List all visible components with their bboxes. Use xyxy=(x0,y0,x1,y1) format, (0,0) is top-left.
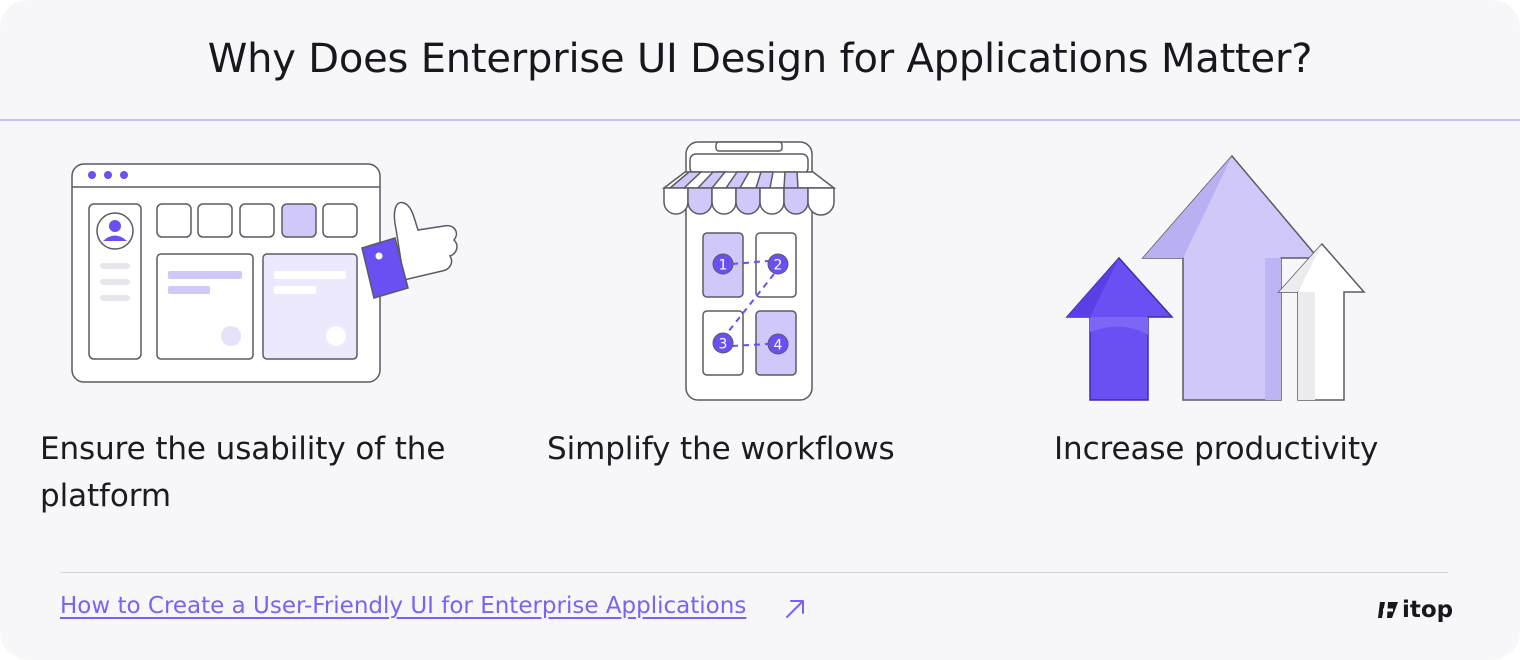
step-marker-1: 1 xyxy=(712,253,734,275)
step-number: 1 xyxy=(719,258,728,274)
workflow-steps-icon: 1 2 3 4 xyxy=(661,141,837,401)
header: Why Does Enterprise UI Design for Applic… xyxy=(0,0,1520,121)
step-number: 2 xyxy=(774,258,783,274)
caption-productivity: Increase productivity xyxy=(1054,431,1379,467)
brand-name: itop xyxy=(1402,597,1454,623)
external-arrow-icon[interactable] xyxy=(783,597,807,621)
brand-logo: itop xyxy=(1378,597,1453,623)
caption-usability: Ensure the usability of the platform xyxy=(40,431,446,514)
step-number: 4 xyxy=(774,338,783,354)
growth-arrows-icon xyxy=(1065,154,1366,401)
step-marker-4: 4 xyxy=(767,333,789,355)
related-article-link[interactable]: How to Create a User-Friendly UI for Ent… xyxy=(60,593,747,619)
footer-divider xyxy=(60,572,1448,573)
page-title: Why Does Enterprise UI Design for Applic… xyxy=(207,35,1313,82)
step-number: 3 xyxy=(719,337,728,353)
thumbs-up-dashboard-icon xyxy=(71,163,458,383)
step-marker-2: 2 xyxy=(767,253,789,275)
step-marker-3: 3 xyxy=(712,332,734,354)
brand-mark-icon xyxy=(1378,602,1398,618)
caption-workflows: Simplify the workflows xyxy=(547,431,895,467)
